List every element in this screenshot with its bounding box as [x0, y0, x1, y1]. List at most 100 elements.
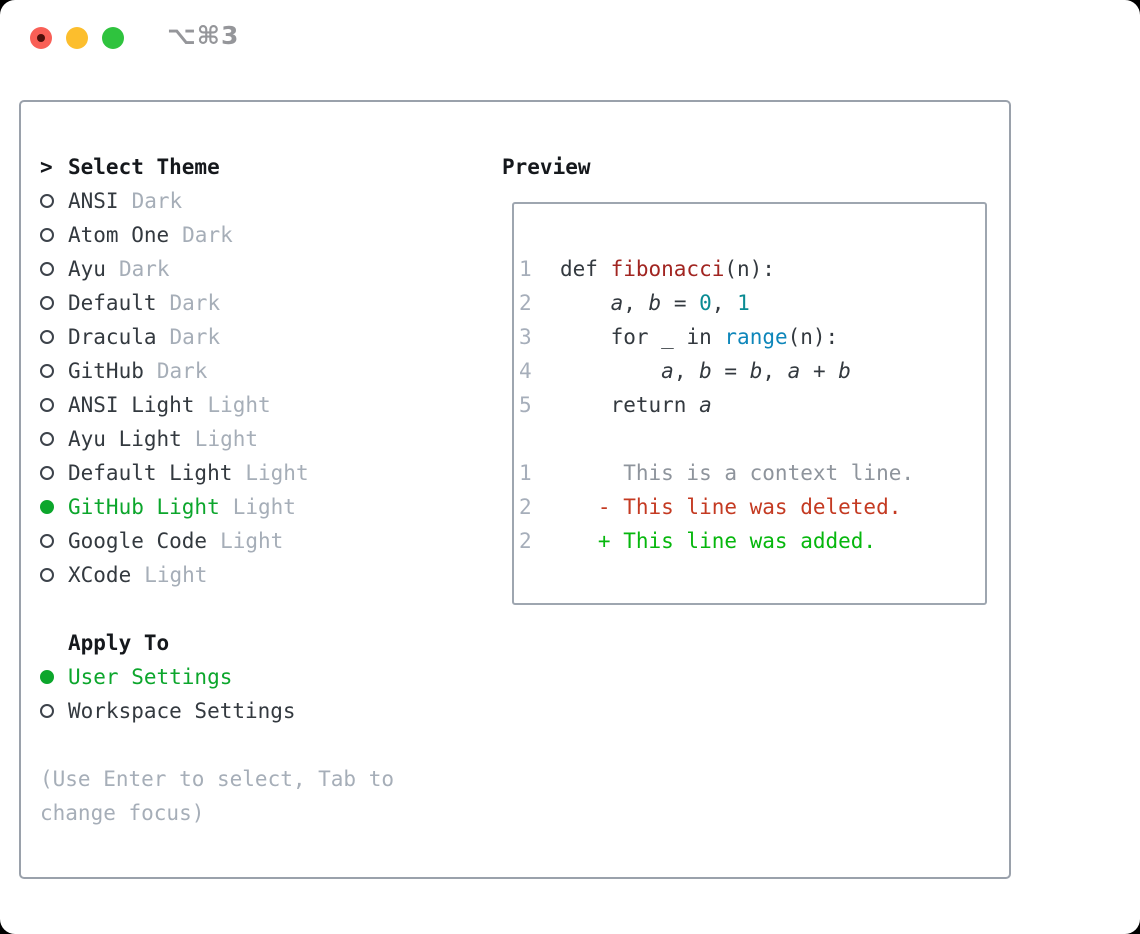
line-number: 1 — [519, 461, 532, 485]
theme-variant: Dark — [169, 325, 221, 349]
theme-name: Google Code — [68, 529, 208, 553]
code-token: a — [661, 359, 674, 383]
theme-name: Ayu — [68, 257, 106, 281]
select-theme-header: >Select Theme — [40, 150, 394, 184]
code-token — [560, 393, 611, 417]
theme-variant: Dark — [182, 223, 233, 247]
close-dot-icon — [37, 34, 45, 42]
theme-variant: Light — [220, 529, 284, 553]
preview-diff: 1 This is a context line.2 - This line w… — [519, 456, 985, 558]
code-content: for _ in range(n): — [560, 325, 839, 349]
radio-icon — [40, 364, 54, 378]
line-number: 2 — [519, 529, 532, 553]
radio-icon — [40, 262, 54, 276]
radio-icon — [40, 330, 54, 344]
line-number: 2 — [519, 291, 532, 315]
apply-to-option[interactable]: User Settings — [40, 660, 394, 694]
theme-variant: Dark — [156, 359, 208, 383]
theme-name: Default — [68, 291, 157, 315]
code-token: b — [648, 291, 662, 315]
theme-option[interactable]: ANSI Light Light — [40, 388, 394, 422]
code-token: 1 — [737, 291, 750, 315]
line-number: 1 — [519, 257, 532, 281]
hint-text-line: (Use Enter to select, Tab to — [40, 767, 395, 791]
radio-icon — [40, 398, 54, 412]
code-token: fibonacci — [610, 257, 725, 281]
close-button[interactable] — [30, 27, 52, 49]
theme-variant: Dark — [131, 189, 183, 213]
line-number: 4 — [519, 359, 532, 383]
code-token: b — [699, 359, 712, 383]
code-token: , — [623, 291, 649, 315]
code-token — [712, 325, 725, 349]
code-line: 3 for _ in range(n): — [519, 320, 985, 354]
theme-option[interactable]: Atom One Dark — [40, 218, 394, 252]
diff-line: 2 + This line was added. — [519, 524, 985, 558]
diff-content: - This line was deleted. — [560, 495, 902, 519]
code-token: b — [749, 359, 763, 383]
code-token: (n): — [724, 257, 775, 281]
titlebar: ⌥⌘3 — [0, 0, 1140, 76]
code-token: , — [673, 359, 700, 383]
window-title: ⌥⌘3 — [167, 21, 240, 50]
code-line: 2 a, b = 0, 1 — [519, 286, 985, 320]
radio-icon — [40, 228, 54, 242]
radio-icon — [40, 432, 54, 446]
theme-name: Atom One — [68, 223, 170, 247]
theme-variant: Light — [194, 427, 259, 451]
code-token — [686, 393, 699, 417]
blank-line — [519, 422, 985, 456]
code-token: = — [711, 359, 750, 383]
minimize-button[interactable] — [66, 27, 88, 49]
code-token: return — [610, 393, 687, 417]
radio-icon — [40, 466, 54, 480]
theme-name: GitHub — [68, 359, 144, 383]
diff-content: This is a context line. — [560, 461, 915, 485]
spacer — [40, 728, 394, 762]
theme-variant: Light — [245, 461, 309, 485]
radio-icon — [40, 194, 54, 208]
theme-option[interactable]: GitHub Dark — [40, 354, 394, 388]
line-number: 3 — [519, 325, 532, 349]
theme-variant: Light — [144, 563, 208, 587]
code-token — [560, 325, 611, 349]
theme-name: ANSI — [68, 189, 119, 213]
apply-to-option[interactable]: Workspace Settings — [40, 694, 394, 728]
theme-name: GitHub Light — [68, 495, 220, 519]
hint-text-line: change focus) — [40, 801, 205, 825]
diff-line: 1 This is a context line. — [519, 456, 985, 490]
apply-to-header: Apply To — [40, 626, 394, 660]
code-token: = — [661, 291, 700, 315]
apply-to-label: Workspace Settings — [68, 699, 296, 723]
theme-option[interactable]: Google Code Light — [40, 524, 394, 558]
theme-name: ANSI Light — [68, 393, 195, 417]
code-token: (n): — [787, 325, 839, 349]
zoom-button[interactable] — [102, 27, 124, 49]
code-token — [560, 359, 661, 383]
code-token: for — [610, 325, 649, 349]
code-line: 5 return a — [519, 388, 985, 422]
code-token: _ — [648, 325, 687, 349]
code-content: a, b = 0, 1 — [560, 291, 750, 315]
radio-selected-icon — [40, 500, 54, 514]
diff-line: 2 - This line was deleted. — [519, 490, 985, 524]
theme-variant: Light — [207, 393, 271, 417]
code-token: 0 — [699, 291, 712, 315]
theme-option[interactable]: ANSI Dark — [40, 184, 394, 218]
code-content: a, b = b, a + b — [560, 359, 851, 383]
prompt-icon: > — [40, 155, 53, 179]
code-token: range — [724, 325, 788, 349]
code-token: def — [560, 257, 611, 281]
